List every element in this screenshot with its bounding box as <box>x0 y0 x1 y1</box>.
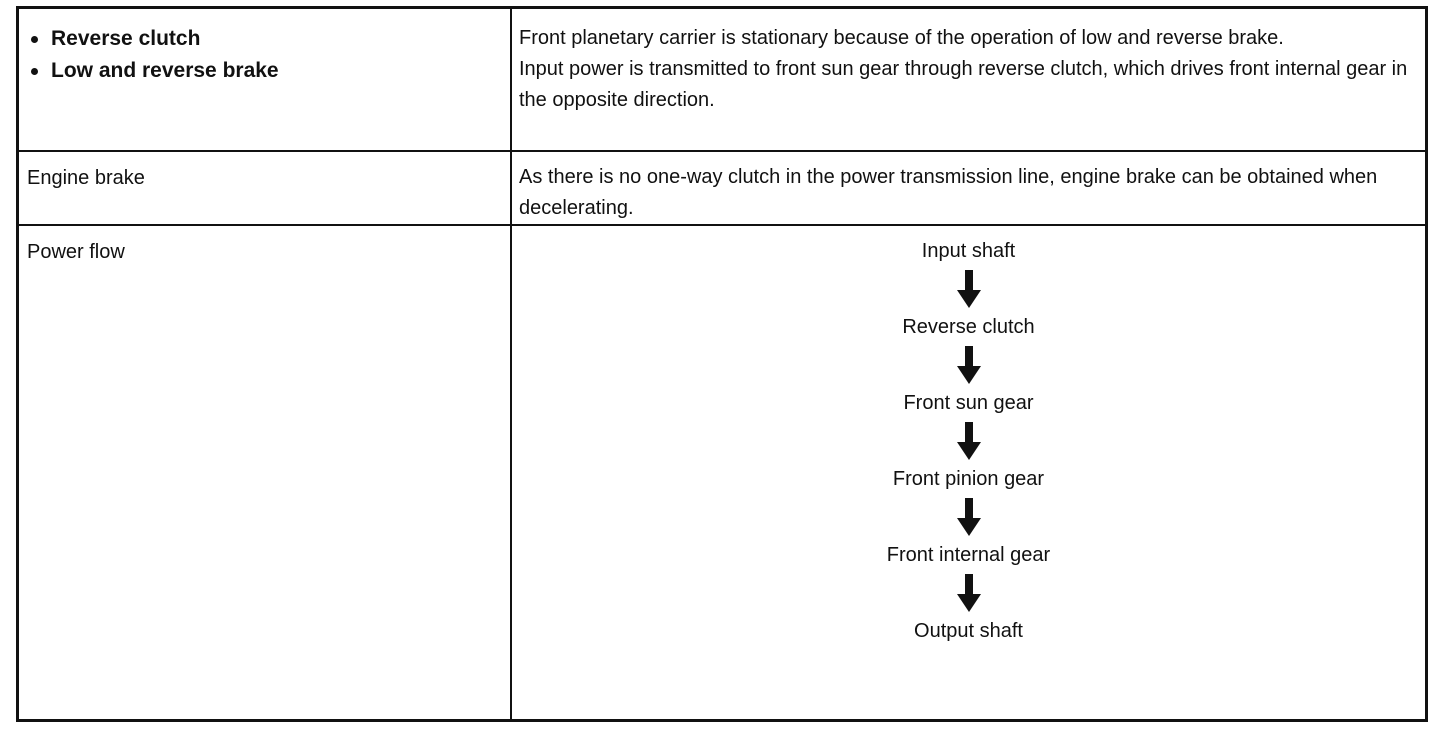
flow-step: Output shaft <box>914 620 1023 642</box>
description-paragraph: Input power is transmitted to front sun … <box>519 58 1408 111</box>
description-cell: Front planetary carrier is stationary be… <box>519 23 1414 116</box>
list-item: Reverse clutch <box>27 23 497 55</box>
description-paragraph: Front planetary carrier is stationary be… <box>519 27 1284 49</box>
list-item: Low and reverse brake <box>27 55 497 87</box>
column-divider <box>510 226 512 719</box>
column-divider <box>510 9 512 150</box>
list-item-label: Reverse clutch <box>51 27 201 50</box>
flow-step: Front internal gear <box>886 544 1051 566</box>
arrow-down-icon <box>956 264 982 314</box>
operated-elements-cell: Reverse clutch Low and reverse brake <box>27 23 497 87</box>
row-label: Engine brake <box>27 167 145 189</box>
table-row: Reverse clutch Low and reverse brake Fro… <box>19 9 1425 152</box>
arrow-down-icon <box>956 416 982 466</box>
arrow-down-icon <box>956 492 982 542</box>
column-divider <box>510 152 512 224</box>
engine-brake-description: As there is no one-way clutch in the pow… <box>519 166 1378 219</box>
row-label: Power flow <box>27 241 125 263</box>
bullet-icon <box>31 67 38 75</box>
list-item-label: Low and reverse brake <box>51 59 279 82</box>
flow-step: Front sun gear <box>903 392 1034 414</box>
flow-step: Reverse clutch <box>902 316 1035 338</box>
arrow-down-icon <box>956 568 982 618</box>
arrow-down-icon <box>956 340 982 390</box>
power-transmission-table: Reverse clutch Low and reverse brake Fro… <box>16 6 1428 722</box>
flow-step: Input shaft <box>921 240 1016 262</box>
table-row: Engine brake As there is no one-way clut… <box>19 152 1425 226</box>
bullet-icon <box>31 35 38 43</box>
flow-step: Front pinion gear <box>892 468 1045 490</box>
